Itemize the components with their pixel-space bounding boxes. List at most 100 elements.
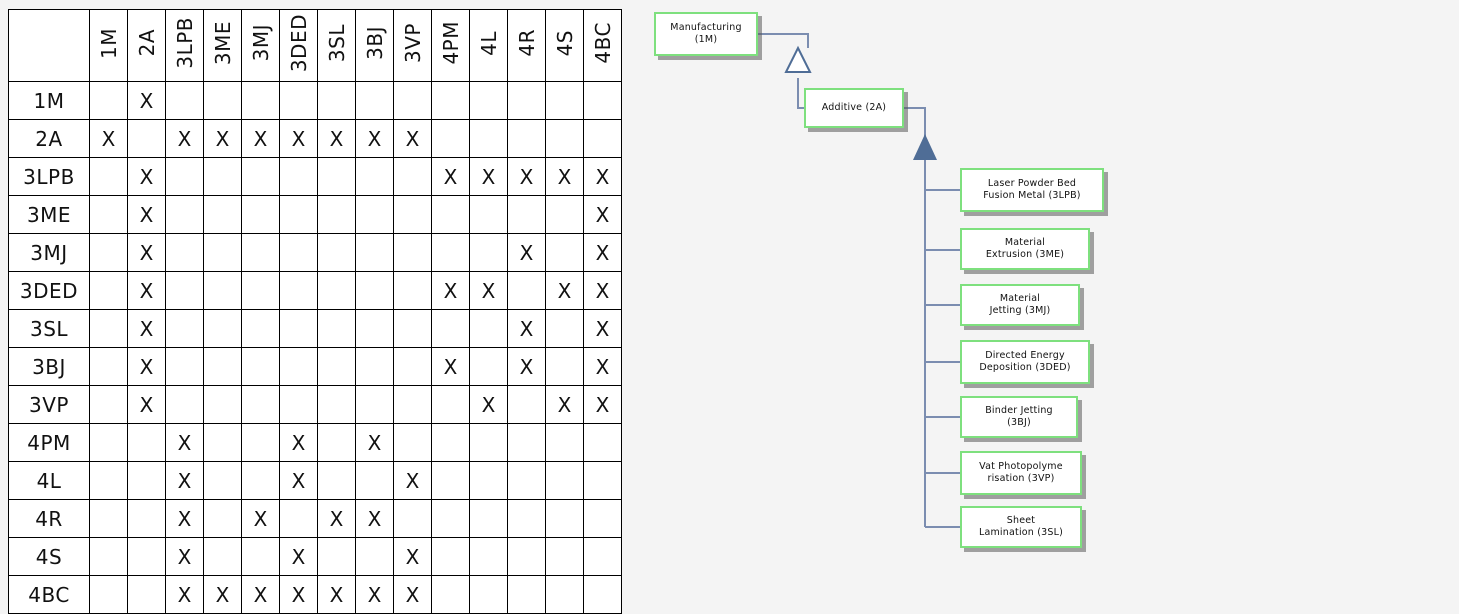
matrix-cell[interactable]: X bbox=[583, 347, 622, 386]
matrix-cell[interactable] bbox=[583, 81, 622, 120]
matrix-cell[interactable] bbox=[203, 271, 242, 310]
node-sheet-lamination[interactable]: Sheet Lamination (3SL) bbox=[960, 506, 1082, 548]
node-manufacturing[interactable]: Manufacturing (1M) bbox=[654, 12, 758, 56]
matrix-cell[interactable] bbox=[393, 271, 432, 310]
matrix-cell[interactable] bbox=[203, 81, 242, 120]
matrix-cell[interactable] bbox=[165, 309, 204, 348]
matrix-cell[interactable]: X bbox=[507, 157, 546, 196]
matrix-cell[interactable] bbox=[393, 423, 432, 462]
matrix-cell[interactable] bbox=[583, 461, 622, 500]
matrix-cell[interactable] bbox=[583, 499, 622, 538]
matrix-cell[interactable] bbox=[545, 119, 584, 158]
matrix-cell[interactable] bbox=[507, 81, 546, 120]
matrix-cell[interactable] bbox=[203, 537, 242, 576]
matrix-cell[interactable] bbox=[545, 195, 584, 234]
matrix-cell[interactable]: X bbox=[127, 309, 166, 348]
matrix-cell[interactable] bbox=[203, 309, 242, 348]
matrix-cell[interactable]: X bbox=[279, 575, 318, 614]
matrix-cell[interactable]: X bbox=[469, 157, 508, 196]
matrix-cell[interactable] bbox=[89, 271, 128, 310]
matrix-cell[interactable] bbox=[127, 499, 166, 538]
matrix-cell[interactable] bbox=[583, 119, 622, 158]
node-directed-energy-deposition[interactable]: Directed Energy Deposition (3DED) bbox=[960, 340, 1090, 384]
matrix-cell[interactable]: X bbox=[507, 233, 546, 272]
matrix-cell[interactable]: X bbox=[165, 499, 204, 538]
matrix-cell[interactable] bbox=[545, 575, 584, 614]
matrix-cell[interactable]: X bbox=[165, 119, 204, 158]
matrix-cell[interactable]: X bbox=[393, 575, 432, 614]
matrix-cell[interactable] bbox=[507, 385, 546, 424]
matrix-cell[interactable] bbox=[317, 347, 356, 386]
matrix-cell[interactable]: X bbox=[545, 385, 584, 424]
matrix-cell[interactable] bbox=[127, 575, 166, 614]
matrix-cell[interactable] bbox=[241, 271, 280, 310]
matrix-cell[interactable] bbox=[469, 195, 508, 234]
matrix-cell[interactable] bbox=[241, 537, 280, 576]
matrix-cell[interactable] bbox=[241, 385, 280, 424]
matrix-cell[interactable] bbox=[279, 347, 318, 386]
matrix-cell[interactable] bbox=[165, 347, 204, 386]
matrix-cell[interactable]: X bbox=[279, 461, 318, 500]
matrix-cell[interactable] bbox=[279, 271, 318, 310]
matrix-cell[interactable]: X bbox=[317, 499, 356, 538]
matrix-cell[interactable]: X bbox=[165, 575, 204, 614]
matrix-cell[interactable]: X bbox=[545, 157, 584, 196]
matrix-cell[interactable] bbox=[89, 157, 128, 196]
matrix-cell[interactable] bbox=[317, 81, 356, 120]
matrix-cell[interactable] bbox=[507, 461, 546, 500]
matrix-cell[interactable] bbox=[469, 233, 508, 272]
matrix-cell[interactable] bbox=[431, 81, 470, 120]
matrix-cell[interactable]: X bbox=[241, 119, 280, 158]
matrix-cell[interactable] bbox=[355, 81, 394, 120]
matrix-cell[interactable] bbox=[89, 575, 128, 614]
matrix-cell[interactable] bbox=[279, 195, 318, 234]
matrix-cell[interactable] bbox=[545, 309, 584, 348]
matrix-cell[interactable] bbox=[279, 233, 318, 272]
matrix-cell[interactable] bbox=[583, 537, 622, 576]
matrix-cell[interactable] bbox=[507, 119, 546, 158]
matrix-cell[interactable] bbox=[355, 385, 394, 424]
matrix-cell[interactable] bbox=[469, 119, 508, 158]
matrix-cell[interactable] bbox=[393, 499, 432, 538]
matrix-cell[interactable]: X bbox=[545, 271, 584, 310]
matrix-cell[interactable] bbox=[203, 423, 242, 462]
matrix-cell[interactable] bbox=[355, 157, 394, 196]
matrix-cell[interactable]: X bbox=[583, 157, 622, 196]
matrix-cell[interactable]: X bbox=[583, 271, 622, 310]
matrix-cell[interactable] bbox=[317, 233, 356, 272]
matrix-cell[interactable] bbox=[317, 385, 356, 424]
matrix-cell[interactable]: X bbox=[393, 119, 432, 158]
matrix-cell[interactable]: X bbox=[355, 423, 394, 462]
node-binder-jetting[interactable]: Binder Jetting (3BJ) bbox=[960, 396, 1078, 438]
matrix-cell[interactable] bbox=[317, 195, 356, 234]
matrix-cell[interactable] bbox=[355, 309, 394, 348]
matrix-cell[interactable] bbox=[317, 157, 356, 196]
matrix-cell[interactable]: X bbox=[355, 575, 394, 614]
matrix-cell[interactable] bbox=[431, 461, 470, 500]
matrix-cell[interactable] bbox=[203, 499, 242, 538]
matrix-cell[interactable]: X bbox=[393, 461, 432, 500]
matrix-cell[interactable]: X bbox=[241, 499, 280, 538]
matrix-cell[interactable] bbox=[203, 195, 242, 234]
matrix-cell[interactable]: X bbox=[165, 537, 204, 576]
matrix-cell[interactable]: X bbox=[469, 385, 508, 424]
matrix-cell[interactable]: X bbox=[393, 537, 432, 576]
matrix-cell[interactable] bbox=[393, 347, 432, 386]
matrix-cell[interactable] bbox=[507, 537, 546, 576]
matrix-cell[interactable] bbox=[203, 157, 242, 196]
matrix-cell[interactable] bbox=[393, 309, 432, 348]
matrix-cell[interactable]: X bbox=[583, 195, 622, 234]
matrix-cell[interactable] bbox=[431, 233, 470, 272]
matrix-cell[interactable]: X bbox=[127, 81, 166, 120]
matrix-cell[interactable] bbox=[469, 461, 508, 500]
matrix-cell[interactable] bbox=[431, 385, 470, 424]
matrix-cell[interactable] bbox=[431, 423, 470, 462]
matrix-cell[interactable]: X bbox=[469, 271, 508, 310]
node-additive[interactable]: Additive (2A) bbox=[804, 88, 904, 128]
matrix-cell[interactable] bbox=[241, 461, 280, 500]
matrix-cell[interactable] bbox=[355, 461, 394, 500]
matrix-cell[interactable] bbox=[393, 81, 432, 120]
matrix-cell[interactable] bbox=[241, 309, 280, 348]
matrix-cell[interactable] bbox=[545, 233, 584, 272]
matrix-cell[interactable] bbox=[89, 537, 128, 576]
